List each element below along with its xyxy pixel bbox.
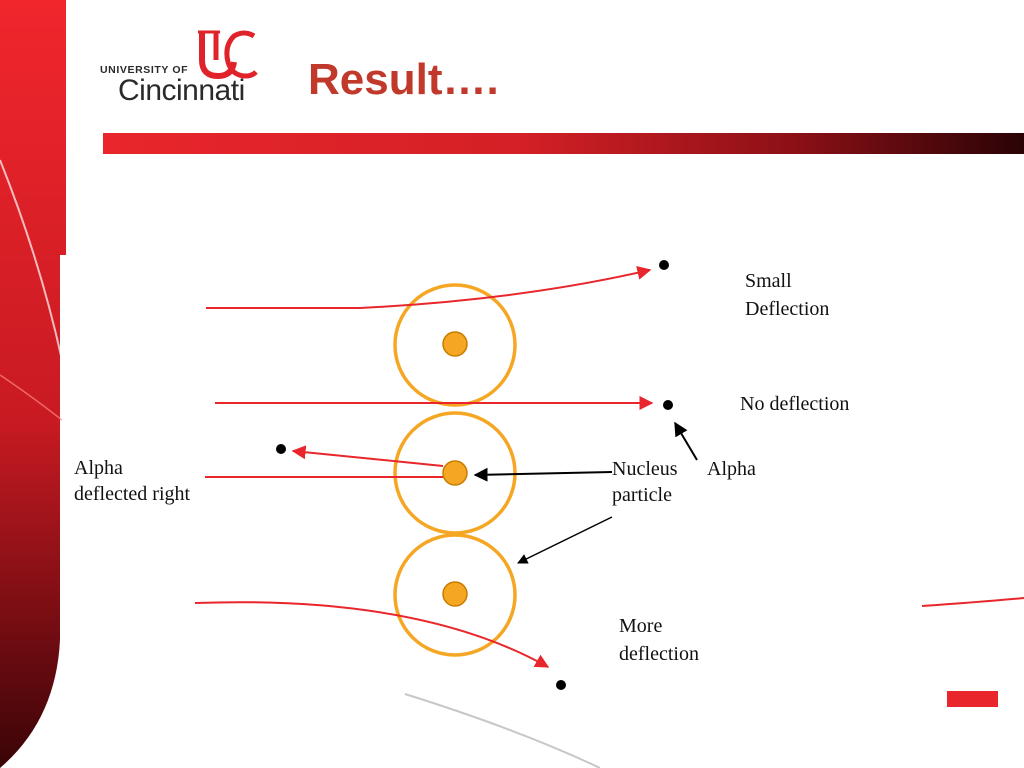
- atom-shell: [393, 533, 517, 657]
- alpha-particle-dot: [659, 260, 669, 270]
- logo-cincinnati-text: Cincinnati: [118, 74, 245, 107]
- nucleus-dot: [442, 460, 468, 486]
- atom-middle: [393, 411, 517, 535]
- alpha-path-more-deflection: [194, 601, 550, 668]
- bottom-grey-swoosh: [404, 693, 601, 768]
- label-alpha: Alpha: [707, 458, 756, 480]
- alpha-particle-dot: [556, 680, 566, 690]
- left-red-band: [0, 0, 66, 768]
- nucleus-pointer-arrow: [473, 467, 613, 482]
- atom-shell: [393, 411, 517, 535]
- label-nucleus: Nucleus: [612, 458, 678, 480]
- label-more: More: [619, 615, 662, 637]
- uc-monogram-icon: [198, 30, 258, 80]
- slide-title: Result….: [308, 55, 499, 104]
- atom-shell: [393, 283, 517, 407]
- alpha-particle-dot: [663, 400, 673, 410]
- label-small: Small: [745, 270, 792, 292]
- label-particle: particle: [612, 484, 672, 506]
- atom-bottom: [393, 533, 517, 657]
- nucleus-dot: [442, 581, 468, 607]
- left-swoosh-curve-2: [0, 374, 63, 421]
- alpha-path-small-deflection: [206, 266, 652, 309]
- label-alpha-deflected-line2: deflected right: [74, 483, 190, 505]
- title-underline-bar: [103, 133, 1024, 154]
- alpha-particle-dot: [276, 444, 286, 454]
- logo-university-of-text: UNIVERSITY OF: [100, 64, 189, 76]
- label-alpha-deflected-line1: Alpha: [74, 457, 123, 479]
- corner-red-rect: [947, 691, 998, 707]
- university-logo: UNIVERSITY OF Cincinnati: [100, 28, 275, 110]
- alpha-pointer-arrow: [674, 421, 698, 461]
- right-swoosh-line: [921, 597, 1024, 607]
- atom-top: [393, 283, 517, 407]
- atom-pointer-arrow: [517, 516, 613, 564]
- label-deflection: Deflection: [745, 298, 829, 320]
- alpha-path-reflected: [291, 445, 444, 467]
- nucleus-dot: [442, 331, 468, 357]
- label-no-deflection: No deflection: [740, 393, 849, 415]
- label-more-deflection: deflection: [619, 643, 699, 665]
- left-swoosh-curve: [0, 159, 63, 361]
